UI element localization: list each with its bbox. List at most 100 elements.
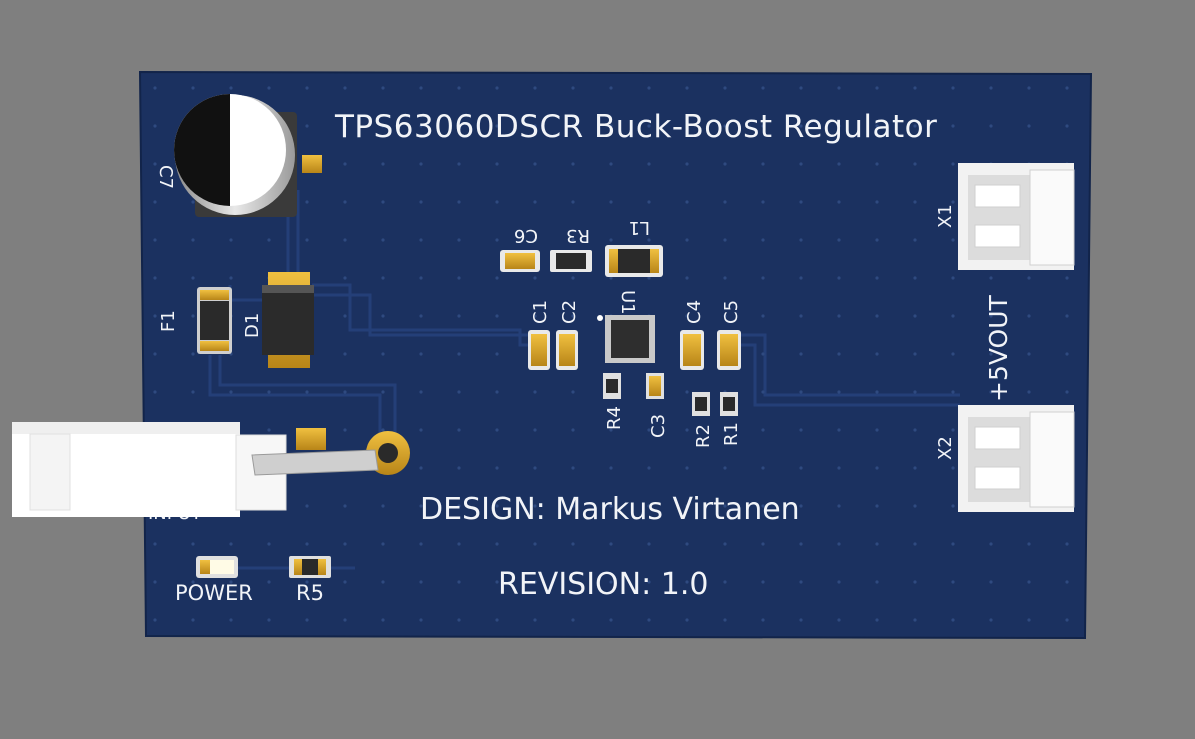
via-dot [571, 618, 575, 622]
via-dot [799, 314, 803, 318]
refdes-c2: C2 [559, 300, 580, 324]
via-dot [685, 466, 689, 470]
via-dot [647, 618, 651, 622]
via-dot [799, 238, 803, 242]
via-dot [571, 580, 575, 584]
via-dot [837, 618, 841, 622]
via-dot [837, 86, 841, 90]
via-dot [875, 428, 879, 432]
via-dot [951, 618, 955, 622]
via-dot [419, 238, 423, 242]
via-dot [153, 86, 157, 90]
via-dot [761, 200, 765, 204]
via-dot [609, 504, 613, 508]
via-dot [381, 580, 385, 584]
via-dot [343, 200, 347, 204]
via-dot [533, 466, 537, 470]
via-dot [875, 504, 879, 508]
via-dot [609, 238, 613, 242]
via-dot [343, 124, 347, 128]
capacitor-c2: C2 [556, 300, 580, 370]
output-label: +5VOUT [984, 295, 1013, 402]
via-dot [913, 200, 917, 204]
via-dot [457, 314, 461, 318]
via-dot [761, 504, 765, 508]
via-dot [913, 504, 917, 508]
via-dot [685, 124, 689, 128]
via-dot [229, 238, 233, 242]
via-dot [799, 276, 803, 280]
via-dot [799, 618, 803, 622]
via-dot [875, 238, 879, 242]
via-dot [1027, 276, 1031, 280]
via-dot [761, 238, 765, 242]
via-dot [989, 124, 993, 128]
via-dot [533, 86, 537, 90]
via-dot [533, 390, 537, 394]
via-dot [685, 390, 689, 394]
via-dot [875, 200, 879, 204]
via-dot [1027, 86, 1031, 90]
via-dot [723, 618, 727, 622]
revision-label: REVISION: 1.0 [498, 567, 708, 602]
via-dot [609, 618, 613, 622]
via-dot [381, 124, 385, 128]
via-dot [305, 238, 309, 242]
via-dot [153, 542, 157, 546]
via-dot [495, 276, 499, 280]
via-dot [381, 314, 385, 318]
capacitor-c3: C3 [646, 373, 669, 438]
via-dot [799, 200, 803, 204]
via-dot [419, 504, 423, 508]
via-dot [153, 124, 157, 128]
via-dot [457, 352, 461, 356]
via-dot [457, 124, 461, 128]
via-dot [533, 542, 537, 546]
via-dot [457, 542, 461, 546]
via-dot [799, 162, 803, 166]
via-dot [1027, 124, 1031, 128]
via-dot [305, 618, 309, 622]
via-dot [837, 276, 841, 280]
via-dot [913, 162, 917, 166]
via-dot [419, 314, 423, 318]
via-dot [647, 466, 651, 470]
via-dot [837, 504, 841, 508]
via-dot [799, 580, 803, 584]
via-dot [191, 390, 195, 394]
via-dot [533, 162, 537, 166]
via-dot [685, 276, 689, 280]
via-dot [571, 466, 575, 470]
via-dot [913, 542, 917, 546]
via-dot [913, 390, 917, 394]
via-dot [723, 124, 727, 128]
via-dot [419, 86, 423, 90]
via-dot [343, 428, 347, 432]
via-dot [1027, 580, 1031, 584]
via-dot [457, 86, 461, 90]
via-dot [191, 200, 195, 204]
via-dot [457, 238, 461, 242]
via-dot [685, 86, 689, 90]
via-dot [647, 124, 651, 128]
via-dot [381, 238, 385, 242]
via-dot [1065, 542, 1069, 546]
via-dot [951, 352, 955, 356]
via-dot [685, 238, 689, 242]
via-dot [381, 162, 385, 166]
via-dot [571, 314, 575, 318]
via-dot [609, 428, 613, 432]
via-dot [837, 124, 841, 128]
via-dot [457, 200, 461, 204]
via-dot [989, 580, 993, 584]
via-dot [799, 542, 803, 546]
via-dot [1027, 314, 1031, 318]
via-dot [723, 162, 727, 166]
via-dot [495, 466, 499, 470]
via-dot [913, 466, 917, 470]
via-dot [799, 390, 803, 394]
via-dot [267, 618, 271, 622]
refdes-r2: R2 [693, 424, 714, 448]
via-dot [381, 352, 385, 356]
